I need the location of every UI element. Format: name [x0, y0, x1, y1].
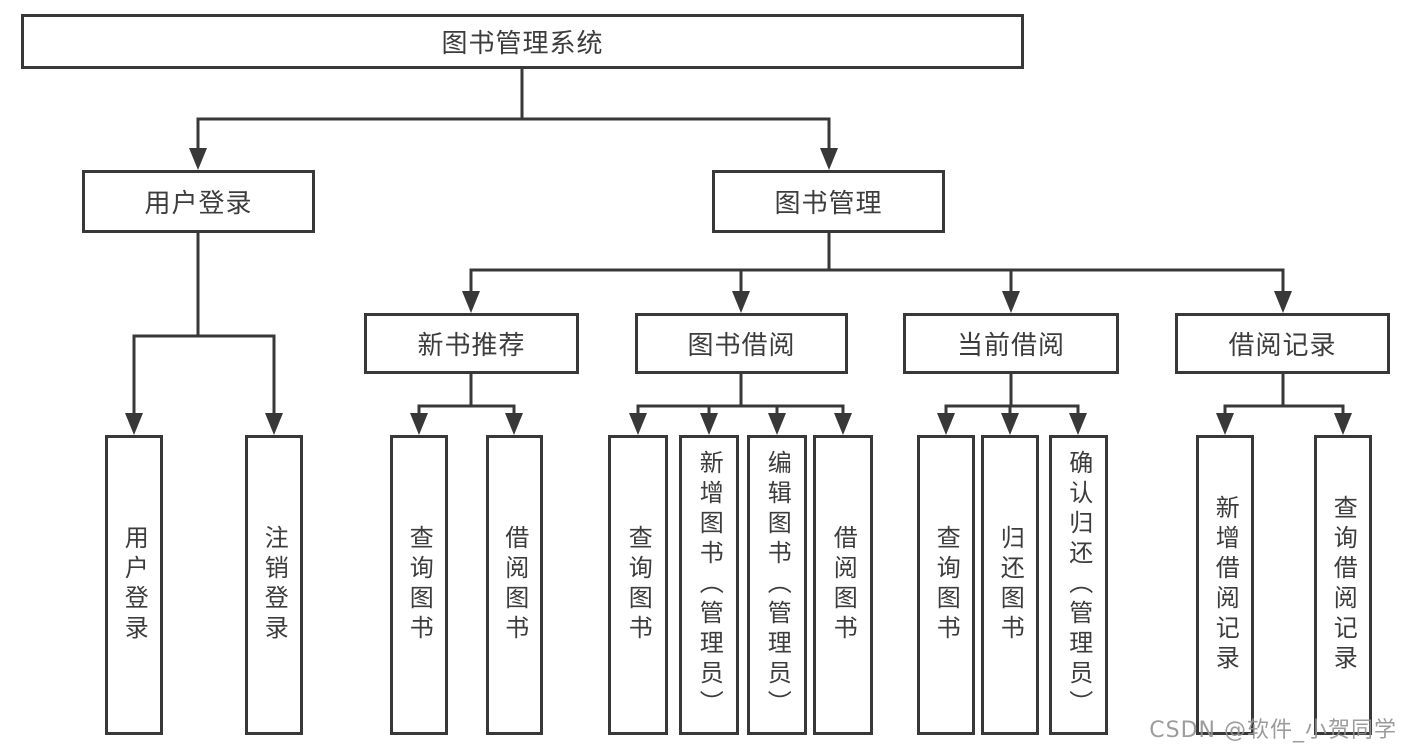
arrow-down-icon: [1334, 413, 1352, 435]
node-new-book-recommend-label: 新书推荐: [417, 331, 526, 361]
leaf-label: 确认归还（管理员）: [1064, 450, 1093, 720]
node-book-management-label: 图书管理: [774, 189, 883, 219]
node-user-login-label: 用户登录: [144, 189, 253, 219]
arrow-down-icon: [629, 413, 647, 435]
watermark: CSDN @软件_小贺同学: [1149, 718, 1397, 743]
arrow-down-icon: [820, 148, 838, 170]
node-book-management: 图书管理: [712, 170, 945, 233]
node-borrow-record: 借阅记录: [1175, 313, 1390, 374]
leaf-label: 注销登录: [260, 525, 289, 645]
leaf-label: 查询借阅记录: [1329, 495, 1358, 675]
leaf-label: 查询图书: [624, 525, 653, 645]
arrow-down-icon: [265, 413, 283, 435]
node-current-borrow-label: 当前借阅: [956, 331, 1065, 361]
arrow-down-icon: [732, 291, 750, 313]
node-leaf-query-borrow-record: 查询借阅记录: [1314, 435, 1372, 735]
leaf-label: 借阅图书: [829, 525, 858, 645]
node-leaf-borrow-book-2: 借阅图书: [813, 435, 873, 735]
leaf-label: 新增借阅记录: [1211, 495, 1240, 675]
node-user-login: 用户登录: [82, 170, 315, 233]
node-leaf-user-login: 用户登录: [105, 435, 163, 735]
arrow-down-icon: [768, 413, 786, 435]
arrow-down-icon: [834, 413, 852, 435]
arrow-down-icon: [505, 413, 523, 435]
arrow-down-icon: [937, 413, 955, 435]
node-root: 图书管理系统: [21, 14, 1024, 69]
leaf-label: 编辑图书（管理员）: [763, 450, 792, 720]
node-borrow-record-label: 借阅记录: [1228, 331, 1337, 361]
node-leaf-add-book-admin: 新增图书（管理员）: [679, 435, 739, 735]
arrow-down-icon: [1001, 413, 1019, 435]
leaf-label: 用户登录: [120, 525, 149, 645]
node-book-borrow: 图书借阅: [635, 313, 848, 374]
node-leaf-query-book-3: 查询图书: [917, 435, 975, 735]
node-leaf-logout: 注销登录: [245, 435, 303, 735]
node-current-borrow: 当前借阅: [903, 313, 1119, 374]
arrow-down-icon: [125, 413, 143, 435]
arrow-down-icon: [1069, 413, 1087, 435]
arrow-down-icon: [700, 413, 718, 435]
leaf-label: 归还图书: [996, 525, 1025, 645]
node-leaf-add-borrow-record: 新增借阅记录: [1196, 435, 1254, 735]
arrow-down-icon: [462, 291, 480, 313]
node-book-borrow-label: 图书借阅: [687, 331, 796, 361]
leaf-label: 查询图书: [932, 525, 961, 645]
leaf-label: 查询图书: [405, 525, 434, 645]
arrow-down-icon: [1274, 291, 1292, 313]
arrow-down-icon: [1002, 291, 1020, 313]
arrow-down-icon: [410, 413, 428, 435]
node-leaf-return-book: 归还图书: [981, 435, 1039, 735]
node-leaf-edit-book-admin: 编辑图书（管理员）: [747, 435, 807, 735]
node-leaf-query-book-2: 查询图书: [608, 435, 668, 735]
leaf-label: 借阅图书: [500, 525, 529, 645]
arrow-down-icon: [1216, 413, 1234, 435]
arrowheads: [125, 148, 1352, 435]
node-root-label: 图书管理系统: [441, 29, 604, 59]
node-leaf-borrow-book-1: 借阅图书: [486, 435, 543, 735]
node-new-book-recommend: 新书推荐: [364, 313, 579, 374]
arrow-down-icon: [189, 148, 207, 170]
leaf-label: 新增图书（管理员）: [695, 450, 724, 720]
node-leaf-confirm-return-admin: 确认归还（管理员）: [1049, 435, 1108, 735]
node-leaf-query-book-1: 查询图书: [390, 435, 448, 735]
